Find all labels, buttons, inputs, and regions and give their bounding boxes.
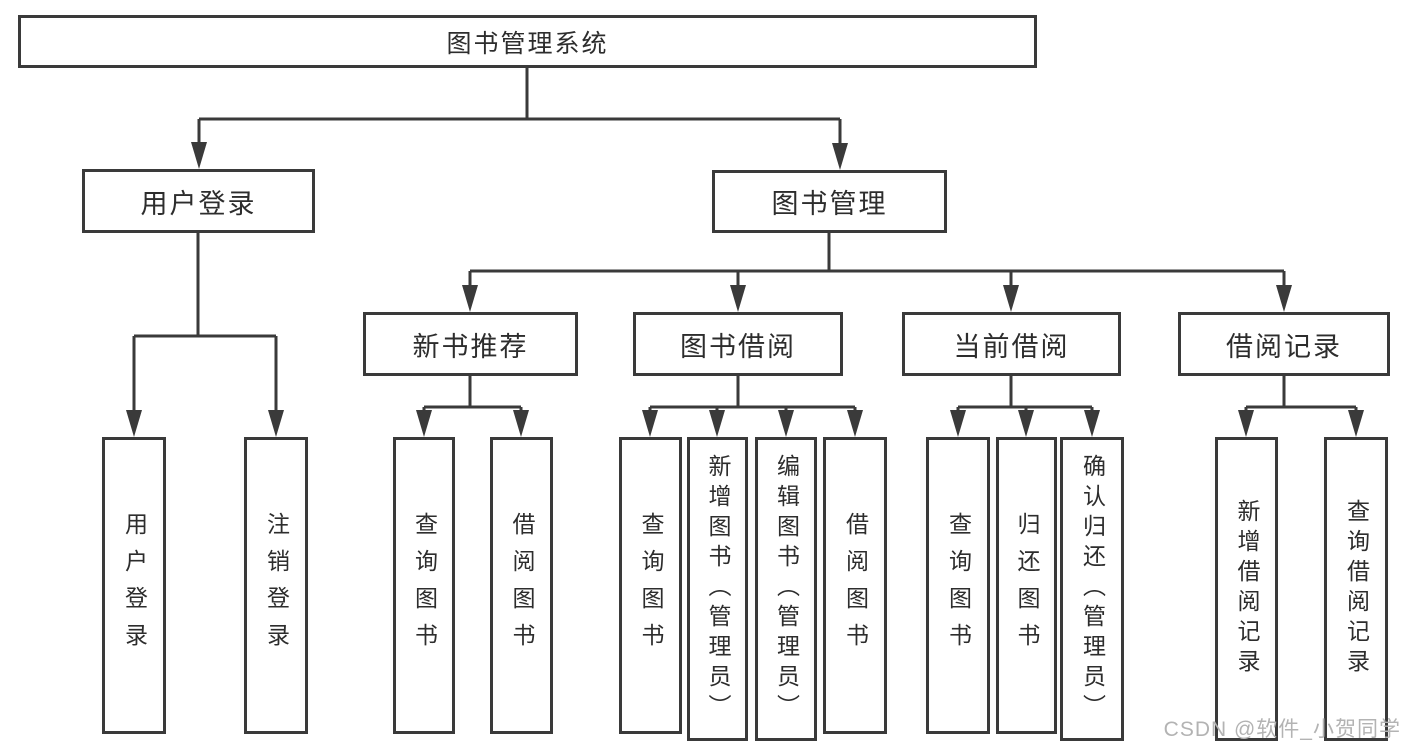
leaf-query-books-current: 查询图书	[926, 437, 990, 734]
leaf-label: 查询借阅记录	[1343, 499, 1370, 679]
leaf-add-borrow-record: 新增借阅记录	[1215, 437, 1278, 741]
leaf-confirm-return-admin: 确认归还（管理员）	[1060, 437, 1124, 741]
leaf-query-books-recommend: 查询图书	[393, 437, 455, 734]
leaf-add-books-admin: 新增图书（管理员）	[687, 437, 748, 741]
leaf-logout-login: 注销登录	[244, 437, 308, 734]
node-book-management: 图书管理	[712, 170, 947, 233]
node-current-borrowing: 当前借阅	[902, 312, 1121, 376]
leaf-label: 新增图书（管理员）	[705, 454, 731, 724]
leaf-return-books: 归还图书	[996, 437, 1057, 734]
leaf-label: 查询图书	[411, 511, 438, 660]
node-label: 图书管理系统	[446, 29, 609, 58]
leaf-label: 归还图书	[1014, 511, 1040, 660]
leaf-label: 借阅图书	[842, 511, 869, 660]
leaf-edit-books-admin: 编辑图书（管理员）	[755, 437, 817, 741]
leaf-user-login: 用户登录	[102, 437, 166, 734]
node-label: 用户登录	[140, 188, 257, 219]
node-label: 图书管理	[771, 189, 888, 219]
node-user-login: 用户登录	[82, 169, 315, 233]
leaf-query-books-borrowing: 查询图书	[619, 437, 682, 734]
leaf-label: 用户登录	[121, 511, 148, 660]
node-label: 图书借阅	[680, 331, 796, 362]
node-new-book-recommend: 新书推荐	[363, 312, 578, 376]
node-borrowing-records: 借阅记录	[1178, 312, 1390, 376]
csdn-watermark: CSDN @软件_小贺同学	[1163, 718, 1401, 741]
leaf-borrow-books-recommend: 借阅图书	[490, 437, 553, 734]
arrowheads	[126, 142, 1364, 437]
node-label: 当前借阅	[953, 331, 1070, 362]
leaf-label: 查询图书	[638, 511, 664, 660]
connector-stems	[132, 68, 1358, 414]
node-library-management-system: 图书管理系统	[18, 15, 1037, 68]
leaf-label: 确认归还（管理员）	[1079, 454, 1106, 724]
leaf-borrow-books-borrowing: 借阅图书	[823, 437, 887, 734]
leaf-label: 编辑图书（管理员）	[773, 454, 800, 724]
node-label: 借阅记录	[1226, 331, 1342, 362]
leaf-label: 注销登录	[263, 511, 290, 660]
leaf-label: 新增借阅记录	[1234, 499, 1260, 679]
leaf-label: 借阅图书	[509, 511, 535, 660]
node-label: 新书推荐	[412, 331, 529, 362]
leaf-label: 查询图书	[945, 511, 972, 660]
node-book-borrowing: 图书借阅	[633, 312, 843, 376]
leaf-query-borrow-record: 查询借阅记录	[1324, 437, 1388, 741]
